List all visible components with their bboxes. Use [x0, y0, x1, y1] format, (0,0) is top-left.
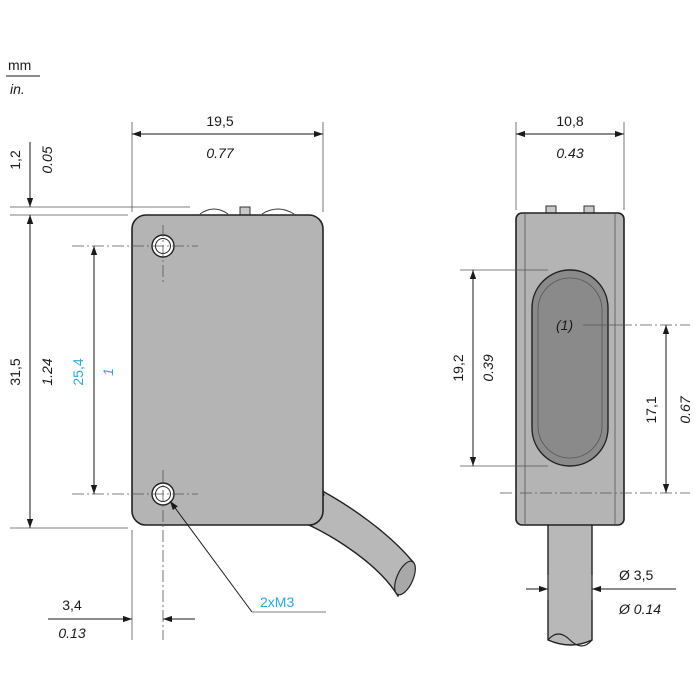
cable-diameter-mm: Ø 3,5 [619, 567, 653, 583]
top-offset-in: 0.05 [39, 146, 55, 173]
front-height-mm: 31,5 [7, 358, 23, 385]
window-ref-label: (1) [556, 317, 573, 333]
front-view: 19,5 0.77 31,5 1.24 1,2 0.05 25,4 1 3,4 … [7, 113, 416, 641]
side-width-mm: 10,8 [556, 113, 583, 129]
side-cable [547, 523, 593, 647]
hole-edge-mm: 3,4 [62, 597, 82, 613]
front-width-mm: 19,5 [206, 113, 233, 129]
cable-diameter-in: Ø 0.14 [618, 601, 661, 617]
hole-spacing-mm: 25,4 [70, 358, 86, 385]
front-height-in: 1.24 [39, 358, 55, 385]
holes-callout: 2xM3 [260, 594, 294, 610]
top-offset-mm: 1,2 [7, 150, 23, 170]
side-width-in: 0.43 [556, 145, 583, 161]
unit-inch: in. [10, 81, 25, 97]
window-height-in: 0.39 [480, 354, 496, 381]
window-height-mm: 19,2 [450, 354, 466, 381]
front-width-in: 0.77 [206, 145, 234, 161]
front-top-bumps [199, 208, 295, 215]
window-center-mm: 17,1 [643, 396, 659, 423]
side-view: (1) 10,8 0.43 19,2 0.39 17,1 0.67 Ø 3,5 … [450, 113, 693, 647]
unit-mm: mm [8, 57, 31, 73]
hole-spacing-in: 1 [100, 368, 116, 376]
window-center-in: 0.67 [677, 395, 693, 423]
optical-window [531, 269, 609, 467]
front-body [131, 214, 324, 526]
units-legend: mm in. [6, 57, 40, 97]
hole-edge-in: 0.13 [58, 625, 85, 641]
